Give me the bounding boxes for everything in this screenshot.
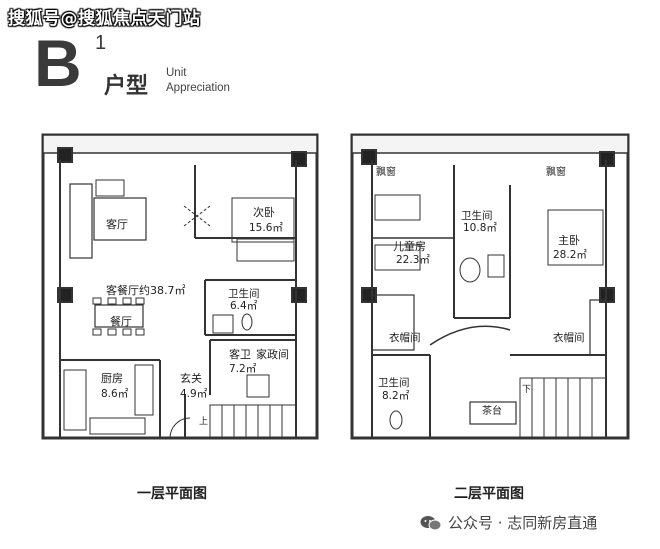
label-dining: 餐厅 xyxy=(110,314,132,328)
footer: 公众号 · 志同新房直通 xyxy=(420,512,597,533)
bed xyxy=(374,194,421,221)
watermark: 搜狐号@搜狐焦点天门站 xyxy=(8,9,201,29)
column xyxy=(291,151,307,167)
label-bay-left: 飘窗 xyxy=(376,165,396,178)
label-kids-area: 22.3㎡ xyxy=(396,254,430,266)
label-bay-right: 飘窗 xyxy=(546,165,566,178)
unit-subtitle: Unit Appreciation xyxy=(166,66,230,96)
label-foyer: 玄关 xyxy=(180,371,202,385)
bed xyxy=(374,244,421,271)
label-bedroom: 次卧 xyxy=(253,205,275,219)
wechat-icon xyxy=(420,515,442,530)
label-bath2f-area: 10.8㎡ xyxy=(463,222,497,234)
label-foyer-area: 4.9㎡ xyxy=(180,388,208,400)
label-stairs-up: 上 xyxy=(199,416,208,427)
stairs xyxy=(209,404,297,439)
floor2-plan xyxy=(350,133,630,440)
unit-title: 户型 xyxy=(104,74,149,99)
label-bedroom-area: 15.6㎡ xyxy=(249,222,283,234)
bed xyxy=(231,197,295,243)
bed xyxy=(547,209,604,266)
label-tea: 茶台 xyxy=(482,404,502,417)
label-bath2f: 卫生间 xyxy=(461,209,493,222)
label-bath2-area: 8.2㎡ xyxy=(382,390,410,402)
label-kitchen-area: 8.6㎡ xyxy=(101,388,129,400)
label-living: 客厅 xyxy=(106,217,128,231)
column xyxy=(57,147,73,163)
column xyxy=(361,149,377,165)
label-housework: 家政间 xyxy=(256,347,289,361)
subtitle-line2: Appreciation xyxy=(166,82,230,94)
footer-text: 公众号 · 志同新房直通 xyxy=(448,514,598,532)
label-closet-right: 衣帽间 xyxy=(553,331,585,344)
label-closet-left: 衣帽间 xyxy=(389,331,421,344)
column xyxy=(57,287,73,303)
subtitle-line1: Unit xyxy=(166,67,187,79)
stairs xyxy=(519,377,607,439)
label-guest-bath: 客卫 xyxy=(229,347,251,361)
label-bath: 卫生间 xyxy=(228,287,260,300)
label-bath-area: 6.4㎡ xyxy=(230,300,258,312)
floor2-caption: 二层平面图 xyxy=(454,486,524,502)
unit-superscript: 1 xyxy=(95,32,107,54)
label-master-area: 28.2㎡ xyxy=(553,249,587,261)
column xyxy=(291,287,307,303)
label-master: 主卧 xyxy=(558,234,580,247)
dining-table xyxy=(94,304,144,328)
label-stairs-down: 下 xyxy=(522,385,531,395)
unit-letter: B xyxy=(34,26,82,100)
label-guest-bath-area: 7.2㎡ xyxy=(229,363,257,375)
tea-table xyxy=(469,401,517,425)
floor1-plan xyxy=(41,133,319,440)
sofa xyxy=(69,183,93,259)
label-living-dining: 客餐厅约38.7㎡ xyxy=(106,283,186,297)
label-bath2: 卫生间 xyxy=(378,376,410,389)
label-kids: 儿童房 xyxy=(393,239,426,253)
floor1-caption: 一层平面图 xyxy=(137,486,207,502)
label-kitchen: 厨房 xyxy=(101,372,123,385)
